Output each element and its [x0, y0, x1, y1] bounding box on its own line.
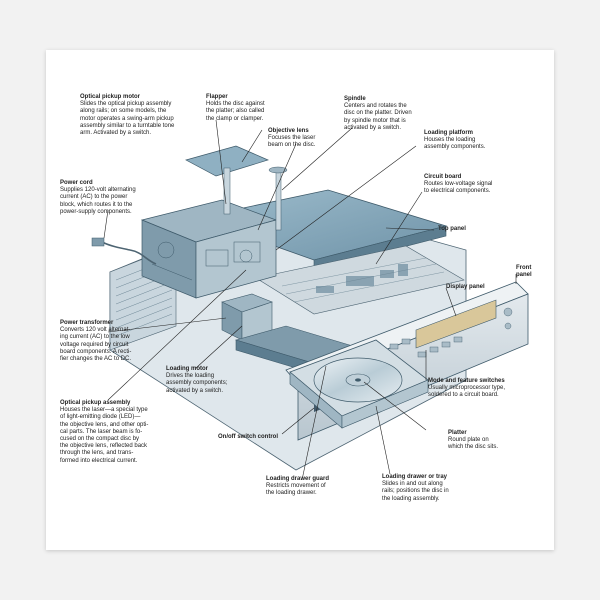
- label-front-panel: Front panel: [516, 258, 552, 287]
- label-circuit-board: Circuit board Routes low-voltage signal …: [424, 174, 528, 196]
- label-description: Houses the loading assembly components.: [424, 137, 486, 151]
- label-description: Houses the laser—a special type of light…: [60, 407, 149, 464]
- label-on-off-switch-control: On/off switch control: [218, 434, 308, 441]
- label-title: Circuit board: [424, 174, 462, 180]
- label-title: Optical pickup assembly: [60, 400, 131, 406]
- label-objective-lens: Objective lens Focuses the laser beam on…: [268, 128, 344, 150]
- label-title: Loading platform: [424, 130, 473, 136]
- cd-player-illustration: [91, 119, 529, 481]
- label-description: Slides the optical pickup assembly along…: [80, 101, 175, 137]
- label-title: Power transformer: [60, 320, 114, 326]
- label-title: Loading drawer guard: [266, 476, 330, 482]
- label-description: Routes low-voltage signal to electrical …: [424, 181, 493, 195]
- label-title: Loading motor: [166, 366, 208, 372]
- display-panel-part: [415, 299, 497, 349]
- label-description: Centers and rotates the disc on the plat…: [344, 103, 412, 131]
- label-optical-pickup-assembly: Optical pickup assembly Houses the laser…: [60, 400, 184, 465]
- label-title: Display panel: [446, 284, 485, 290]
- label-top-panel: Top panel: [438, 226, 498, 233]
- power-cord-part: [91, 237, 157, 265]
- loading-mechanism: [140, 145, 288, 299]
- label-description: Drives the loading assembly components; …: [166, 373, 228, 394]
- label-title: Top panel: [438, 226, 466, 232]
- label-title: Mode and feature switches: [428, 378, 505, 384]
- label-description: Supplies 120-volt alternating current (A…: [60, 187, 136, 215]
- label-loading-platform: Loading platform Houses the loading asse…: [424, 130, 520, 152]
- label-loading-drawer-or-tray: Loading drawer or tray Slides in and out…: [382, 474, 482, 503]
- label-description: Converts 120 volt alternat- ing current …: [60, 327, 132, 363]
- label-loading-motor: Loading motor Drives the loading assembl…: [166, 366, 250, 395]
- label-loading-drawer-guard: Loading drawer guard Restricts movement …: [266, 476, 356, 498]
- poster-sheet: Optical pickup motor Slides the optical …: [46, 50, 554, 550]
- label-power-transformer: Power transformer Converts 120 volt alte…: [60, 320, 164, 363]
- label-description: Slides in and out along rails; positions…: [382, 481, 449, 502]
- label-title: Power cord: [60, 180, 93, 186]
- leader-lines: [103, 119, 517, 481]
- label-mode-feature-switches: Mode and feature switches Usually microp…: [428, 378, 548, 400]
- label-title: Flapper: [206, 94, 228, 100]
- label-title: Loading drawer or tray: [382, 474, 448, 480]
- label-optical-pickup-motor: Optical pickup motor Slides the optical …: [80, 94, 208, 137]
- label-title: Objective lens: [268, 128, 309, 134]
- label-title: Platter: [448, 430, 467, 436]
- label-description: Usually microprocessor type, soldered to…: [428, 385, 506, 399]
- label-title: On/off switch control: [218, 434, 278, 440]
- label-description: Focuses the laser beam on the disc.: [268, 135, 316, 149]
- label-display-panel: Display panel: [446, 284, 506, 291]
- loading-tray-part: [289, 339, 429, 429]
- label-title: Optical pickup motor: [80, 94, 141, 100]
- label-description: Restricts movement of the loading drawer…: [266, 483, 326, 497]
- label-description: Round plate on which the disc sits.: [448, 437, 499, 451]
- label-spindle: Spindle Centers and rotates the disc on …: [344, 96, 440, 132]
- label-power-cord: Power cord Supplies 120-volt alternating…: [60, 180, 166, 216]
- label-flapper: Flapper Holds the disc against the platt…: [206, 94, 302, 123]
- label-title: Front panel: [516, 265, 532, 279]
- circuit-board-part: [255, 245, 465, 315]
- label-description: Holds the disc against the platter; also…: [206, 101, 265, 122]
- label-platter: Platter Round plate on which the disc si…: [448, 430, 534, 452]
- label-title: Spindle: [344, 96, 366, 102]
